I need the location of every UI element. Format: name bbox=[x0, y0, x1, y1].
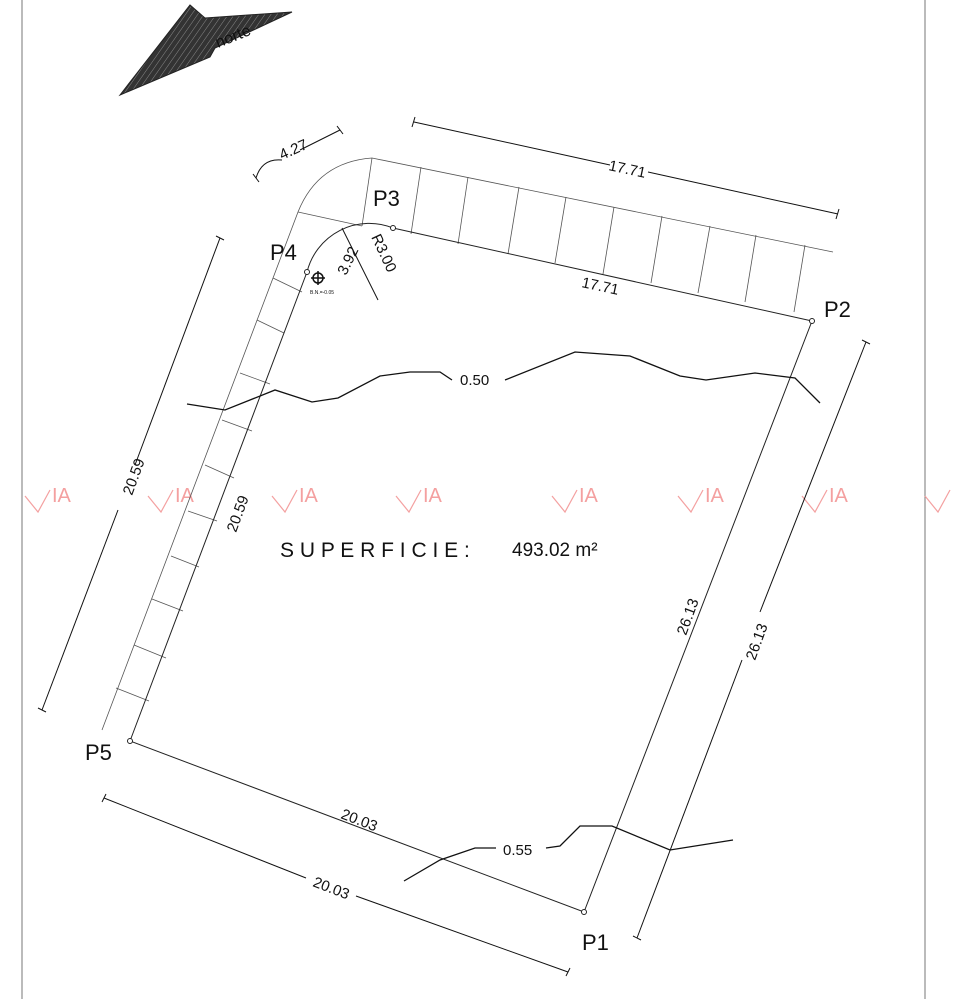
watermark: IA IA IA IA IA IA IA bbox=[24, 485, 951, 514]
svg-text:IA: IA bbox=[829, 485, 849, 507]
top-outer-label: 17.71 bbox=[607, 157, 647, 181]
left-inner-label: 20.59 bbox=[224, 493, 253, 534]
watermark-mark: IA bbox=[395, 485, 443, 514]
watermark-mark: IA bbox=[147, 485, 195, 514]
vertex-p4 bbox=[304, 269, 310, 275]
left-outer-label: 20.59 bbox=[120, 456, 149, 497]
bottom-outer-label: 20.03 bbox=[311, 874, 352, 903]
vertex-p2 bbox=[809, 318, 815, 324]
radius-leader bbox=[341, 227, 379, 301]
north-arrow-shape bbox=[118, 4, 293, 97]
svg-text:IA: IA bbox=[52, 485, 72, 507]
right-outer-dimension bbox=[759, 341, 867, 613]
point-label-p2: P2 bbox=[824, 297, 851, 322]
svg-text:IA: IA bbox=[175, 485, 195, 507]
bottom-outer-dimension bbox=[103, 797, 307, 879]
dimension-lines bbox=[37, 116, 871, 977]
benchmark: B.N.=-0.05 bbox=[310, 271, 334, 296]
area-value: 493.02 m² bbox=[512, 540, 598, 561]
radius-label: R3.00 bbox=[367, 232, 399, 275]
contour-upper bbox=[186, 371, 453, 411]
watermark-mark: IA bbox=[271, 485, 319, 514]
contour-upper bbox=[504, 351, 821, 404]
point-label-p1: P1 bbox=[582, 930, 609, 955]
point-label-p4: P4 bbox=[270, 240, 297, 265]
contour-lower bbox=[403, 847, 496, 882]
watermark-mark: IA bbox=[801, 485, 849, 514]
svg-text:IA: IA bbox=[299, 485, 319, 507]
watermark-mark bbox=[924, 489, 951, 514]
vertex-p5 bbox=[127, 738, 133, 744]
vertex-p1 bbox=[581, 909, 587, 915]
point-label-p5: P5 bbox=[85, 740, 112, 765]
contour-upper-label: 0.50 bbox=[460, 372, 489, 389]
north-arrow: norte bbox=[118, 4, 293, 97]
bottom-inner-label: 20.03 bbox=[339, 806, 380, 835]
top-inner-label: 17.71 bbox=[580, 274, 620, 298]
right-outer-label: 26.13 bbox=[743, 621, 772, 662]
watermark-mark: IA bbox=[24, 485, 72, 514]
watermark-mark: IA bbox=[551, 485, 599, 514]
svg-text:IA: IA bbox=[579, 485, 599, 507]
watermark-mark: IA bbox=[677, 485, 725, 514]
contour-lower-label: 0.55 bbox=[503, 842, 532, 859]
arc-length-label: 4.27 bbox=[277, 136, 311, 163]
contour-lower bbox=[545, 825, 734, 851]
lot-boundary bbox=[127, 222, 815, 915]
area-label: S U P E R F I C I E : bbox=[280, 539, 470, 562]
top-outer-dimension bbox=[413, 121, 611, 166]
svg-text:IA: IA bbox=[423, 485, 443, 507]
left-outer-dimension bbox=[134, 237, 221, 466]
arc-dimension bbox=[255, 129, 341, 179]
svg-text:IA: IA bbox=[705, 485, 725, 507]
vertex-p3 bbox=[390, 225, 396, 231]
point-label-p3: P3 bbox=[373, 186, 400, 211]
benchmark-label: B.N.=-0.05 bbox=[310, 290, 334, 296]
sidewalk bbox=[101, 157, 834, 731]
